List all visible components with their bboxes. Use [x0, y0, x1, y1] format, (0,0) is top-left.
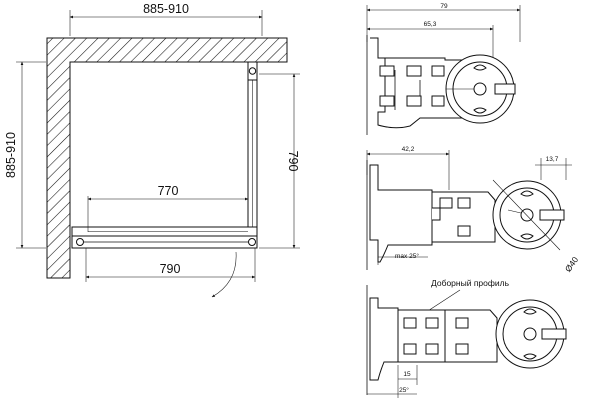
dim-bottom-label: 790	[160, 262, 181, 276]
plan-view: 885-910 885-910 790	[4, 2, 300, 298]
d1-dim-partial: 65,3	[424, 21, 437, 28]
wall-hatched	[46, 37, 288, 279]
door-swing-arc	[211, 251, 237, 298]
dimension-inner: 770	[87, 184, 249, 232]
dim-left-label: 885-910	[4, 132, 18, 178]
d2-dim-diameter: Ø40	[563, 255, 581, 274]
enclosure-frame	[71, 61, 258, 249]
d2-dim-top: 42,2	[402, 146, 415, 153]
d1-dim-total: 79	[440, 3, 448, 10]
d3-dim-a: 15	[403, 371, 411, 378]
profile-detail-3: Доборный профиль 15 25°	[366, 278, 567, 398]
profile-detail-2: 42,2 13,7 max 25° Ø40	[366, 146, 581, 274]
dim-inner-label: 770	[158, 184, 179, 198]
dimension-right: 790	[259, 73, 300, 249]
d2-dim-side: 13,7	[546, 156, 559, 163]
dimension-left: 885-910	[4, 61, 46, 249]
dim-right-label: 790	[286, 151, 300, 172]
dimension-bottom: 790	[85, 248, 256, 282]
d3-note: Доборный профиль	[431, 278, 510, 288]
dim-top-label: 885-910	[143, 2, 189, 16]
profile-detail-1: 79 65,3	[366, 3, 521, 135]
d3-dim-b: 25°	[399, 386, 409, 394]
d2-dim-bottom: max 25°	[395, 252, 419, 260]
dimension-top: 885-910	[69, 2, 263, 36]
